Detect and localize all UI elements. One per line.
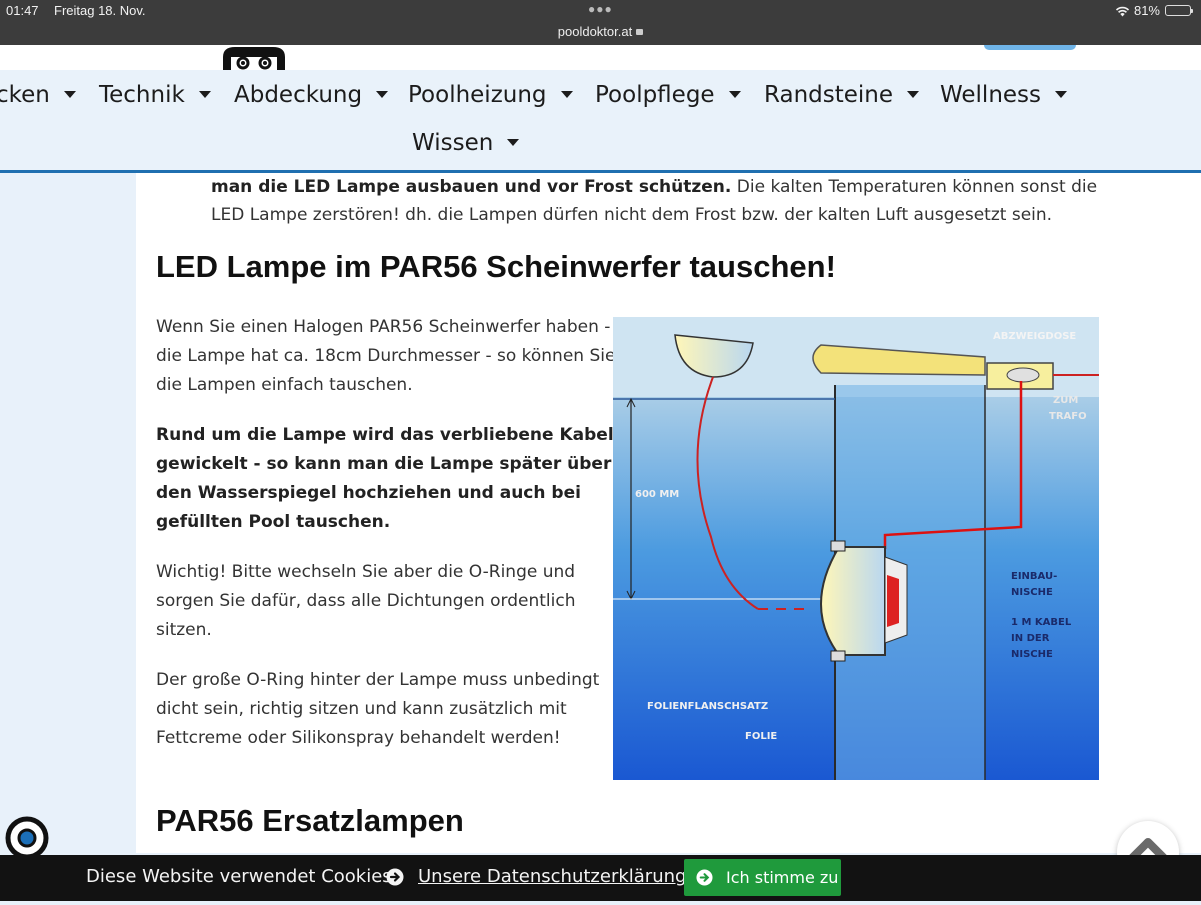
paragraph-1: Wenn Sie einen Halogen PAR56 Scheinwerfe… <box>156 317 616 395</box>
label-trafo: TRAFO <box>1049 411 1087 422</box>
caret-down-icon <box>1055 91 1068 98</box>
caret-down-icon <box>63 91 76 98</box>
more-dots-icon[interactable]: ●●● <box>588 2 613 16</box>
cookie-banner: Diese Website verwendet Cookies. Unsere … <box>0 855 1201 901</box>
label-abzweigdose: ABZWEIGDOSE <box>993 331 1076 342</box>
chevron-up-icon <box>1127 838 1169 863</box>
label-folie: FOLIE <box>745 731 777 742</box>
status-time: 01:47 <box>6 3 39 18</box>
paragraph-4: Der große O-Ring hinter der Lampe muss u… <box>156 670 600 748</box>
main-nav: cken Technik Abdeckung Poolheizung Poolp… <box>0 70 1201 173</box>
caret-down-icon <box>376 91 389 98</box>
caret-down-icon <box>907 91 920 98</box>
caret-down-icon <box>728 91 741 98</box>
arrow-circle-right-icon <box>696 869 713 886</box>
battery-percent: 81% <box>1133 3 1160 18</box>
status-date: Freitag 18. Nov. <box>54 3 146 18</box>
par56-diagram-image: ABZWEIGDOSE ZUM TRAFO 600 MM EINBAU- NIS… <box>613 317 1099 780</box>
label-600mm: 600 MM <box>635 489 679 500</box>
label-einbau: EINBAU- <box>1011 571 1057 582</box>
label-kabel-3: NISCHE <box>1011 649 1053 660</box>
site-logo[interactable] <box>221 45 287 70</box>
nav-item-wellness[interactable]: Wellness <box>940 82 1068 108</box>
accept-cookies-label: Ich stimme zu <box>726 868 839 887</box>
nav-item-randsteine[interactable]: Randsteine <box>764 82 920 108</box>
label-nische: NISCHE <box>1011 587 1053 598</box>
article-content: man die LED Lampe ausbauen und vor Frost… <box>136 173 1201 853</box>
label-folienflanschsatz: FOLIENFLANSCHSATZ <box>647 701 768 712</box>
arrow-circle-right-icon <box>386 868 404 886</box>
label-zum: ZUM <box>1053 395 1078 406</box>
privacy-policy-link[interactable]: Unsere Datenschutzerklärung. <box>418 866 693 887</box>
heading-led-lampe: LED Lampe im PAR56 Scheinwerfer tauschen… <box>156 249 836 284</box>
url-text: pooldoktor.at <box>557 24 633 39</box>
intro-text: Die kalten Temperaturen können sonst die… <box>211 177 1098 225</box>
header-button[interactable] <box>984 45 1076 50</box>
nav-item-wissen[interactable]: Wissen <box>412 130 520 156</box>
cookie-text: Diese Website verwendet Cookies. <box>86 866 398 887</box>
label-kabel-1: 1 M KABEL <box>1011 617 1072 628</box>
intro-paragraph: man die LED Lampe ausbauen und vor Frost… <box>211 173 1111 229</box>
text-column: Wenn Sie einen Halogen PAR56 Scheinwerfe… <box>156 313 616 774</box>
caret-down-icon <box>560 91 573 98</box>
paragraph-3: Wichtig! Bitte wechseln Sie aber die O-R… <box>156 562 576 640</box>
paragraph-2: Rund um die Lampe wird das verbliebene K… <box>156 425 614 532</box>
nav-item-abdeckung[interactable]: Abdeckung <box>234 82 389 108</box>
intro-bold-text: man die LED Lampe ausbauen und vor Frost… <box>211 177 732 197</box>
nav-item-poolheizung[interactable]: Poolheizung <box>408 82 573 108</box>
caret-down-icon <box>507 139 520 146</box>
caret-down-icon <box>198 91 211 98</box>
lock-icon <box>636 29 644 35</box>
address-bar[interactable]: pooldoktor.at <box>0 24 1201 39</box>
battery-icon <box>1165 5 1193 16</box>
accept-cookies-button[interactable]: Ich stimme zu <box>684 859 841 896</box>
nav-item-poolpflege[interactable]: Poolpflege <box>595 82 741 108</box>
heading-par56-ersatzlampen: PAR56 Ersatzlampen <box>156 803 464 838</box>
status-bar: 01:47 Freitag 18. Nov. ●●● pooldoktor.at… <box>0 0 1201 45</box>
label-kabel-2: IN DER <box>1011 633 1050 644</box>
nav-item-technik[interactable]: Technik <box>99 82 211 108</box>
wifi-icon <box>1115 6 1130 16</box>
nav-item-becken[interactable]: cken <box>0 82 76 108</box>
